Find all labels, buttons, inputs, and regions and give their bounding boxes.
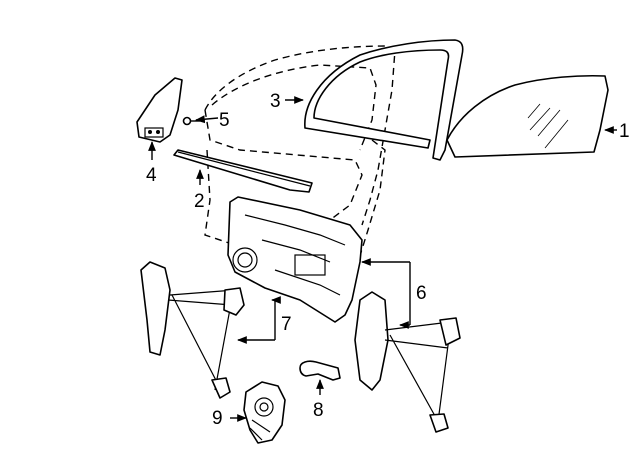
callout-6: 6	[416, 283, 427, 304]
glass-run-channel	[304, 39, 464, 161]
callout-3: 3	[270, 91, 281, 112]
callout-2: 2	[194, 191, 205, 212]
window-regulator-right	[354, 291, 461, 433]
callout-4: 4	[146, 165, 157, 186]
belt-molding	[173, 149, 313, 193]
callout-1: 1	[619, 121, 630, 142]
callout-8: 8	[313, 400, 324, 421]
callout-5: 5	[219, 110, 230, 131]
callout-7: 7	[281, 314, 292, 335]
door-glass	[446, 74, 609, 158]
screw	[182, 116, 200, 126]
callout-labels: 1 2 3 4 5 6 7 8 9	[146, 91, 630, 429]
window-regulator-left	[140, 261, 245, 399]
callout-9: 9	[212, 408, 223, 429]
mirror-sail-panel	[136, 77, 183, 143]
door-carrier-panel	[227, 196, 363, 323]
regulator-motor	[243, 381, 286, 444]
leader-lines	[148, 96, 617, 422]
regulator-clip	[299, 360, 341, 381]
